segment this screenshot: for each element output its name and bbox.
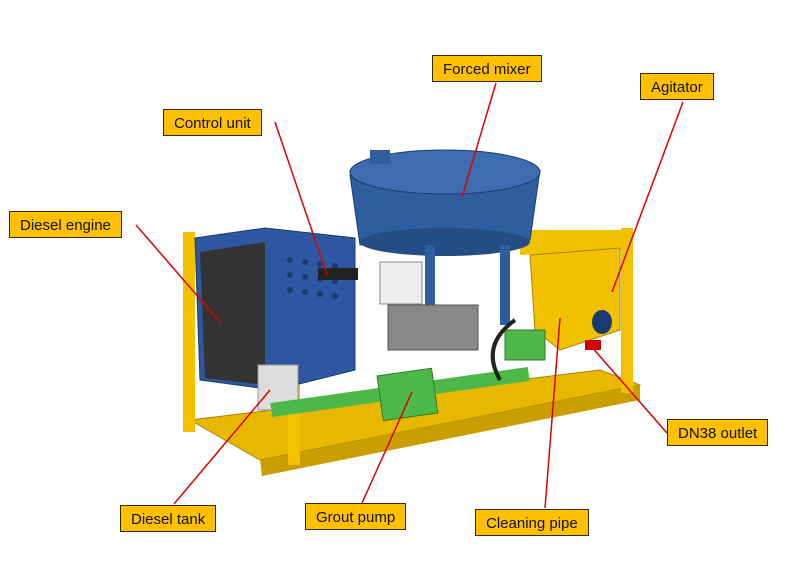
leader-lines — [135, 82, 684, 509]
label-diesel-tank: Diesel tank — [120, 505, 217, 532]
control-unit-shape — [379, 261, 423, 305]
label-diesel-engine: Diesel engine — [9, 211, 122, 238]
label-dn38-outlet: DN38 outlet — [667, 419, 769, 446]
label-grout-pump: Grout pump — [305, 503, 407, 530]
label-cleaning-pipe: Cleaning pipe — [475, 509, 589, 536]
frame-post — [183, 232, 195, 432]
label-control-unit: Control unit — [163, 109, 262, 136]
label-forced-mixer: Forced mixer — [432, 55, 542, 82]
label-agitator: Agitator — [640, 73, 714, 100]
